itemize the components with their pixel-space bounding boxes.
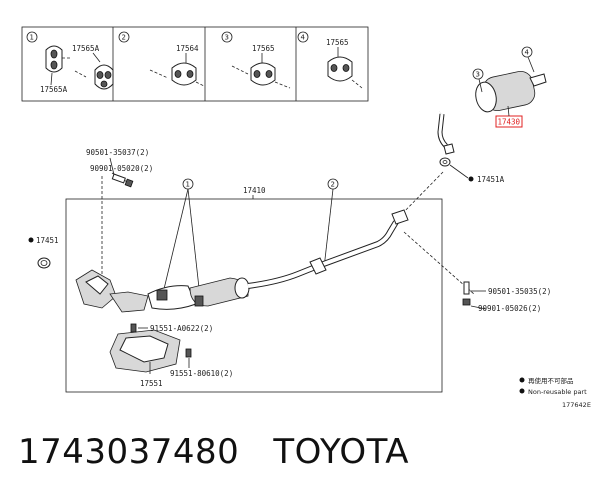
label-nut-b: 90901-05026(2) (478, 304, 541, 313)
inset-1-label-b: 17565A (40, 85, 68, 94)
callout-3-number: 3 (476, 71, 480, 79)
label-bolt-a: 90501-35037(2) (86, 148, 149, 157)
tail-muffler: 3 4 17430 (437, 46, 547, 155)
center-pipe (247, 209, 409, 289)
inset-box-1: 1 17565A 17565A (26, 31, 114, 94)
main-assembly-frame: 17410 1 2 (65, 171, 475, 393)
rubber-hanger-icon (94, 64, 114, 90)
brand-name: TOYOTA (273, 432, 410, 472)
non-reusable-marker-icon (519, 377, 525, 383)
rubber-hanger-icon (327, 56, 353, 82)
gasket-17451A: 17451A (439, 157, 505, 184)
legend: 再使用不可部品 Non-reusable part 177642E (519, 376, 591, 409)
label-stud-b: 90501-35035(2) (488, 287, 551, 296)
non-reusable-marker-icon (28, 237, 34, 243)
inset-box-4: 4 17565 (297, 31, 363, 89)
label-nut-a: 90901-05020(2) (90, 164, 153, 173)
heat-shield (109, 329, 181, 374)
inset-box-3: 3 17565 (221, 31, 291, 89)
non-reusable-marker-icon (468, 176, 474, 182)
label-bolt-c: 91551-A0622(2) (150, 324, 213, 333)
rubber-hanger-icon (45, 45, 63, 73)
inset-4-number: 4 (301, 34, 306, 42)
label-bolt-d: 91551-80610(2) (170, 369, 233, 378)
inset-3-label: 17565 (252, 44, 275, 53)
inset-4-label: 17565 (326, 38, 349, 47)
label-17551: 17551 (140, 379, 163, 388)
diagram-code: 177642E (562, 401, 591, 409)
inset-box-2: 2 17564 (118, 31, 205, 87)
hanger-inset-row: 1 17565A 17565A 2 17564 (21, 26, 369, 102)
bolt-nut-left: 90501-35037(2) 90901-05020(2) (86, 148, 153, 188)
callout-4-number: 4 (525, 49, 530, 57)
part-17430-label: 17430 (498, 118, 521, 127)
rubber-hanger-icon (250, 62, 276, 86)
callout-1-number: 1 (186, 181, 190, 189)
rubber-hanger-icon (171, 62, 197, 86)
inset-2-label: 17564 (176, 44, 199, 53)
part-number-caption: 1743037480 TOYOTA (18, 432, 409, 472)
label-17451: 17451 (36, 236, 59, 245)
part-number: 1743037480 (18, 432, 240, 472)
legend-line-1: 再使用不可部品 (528, 376, 574, 385)
gasket-17451: 17451 (28, 236, 59, 269)
legend-line-2: Non-reusable part (528, 388, 587, 396)
callout-2-number: 2 (331, 181, 335, 189)
label-17410: 17410 (243, 186, 266, 195)
inset-3-number: 3 (225, 34, 229, 42)
inset-2-number: 2 (122, 34, 126, 42)
inset-1-label-a: 17565A (72, 44, 100, 53)
catalytic-converter (75, 269, 250, 313)
label-17451A: 17451A (477, 175, 505, 184)
bolt-nut-right: 90501-35035(2) 90901-05026(2) (462, 281, 551, 313)
non-reusable-marker-icon (519, 388, 525, 394)
inset-1-number: 1 (30, 34, 34, 42)
